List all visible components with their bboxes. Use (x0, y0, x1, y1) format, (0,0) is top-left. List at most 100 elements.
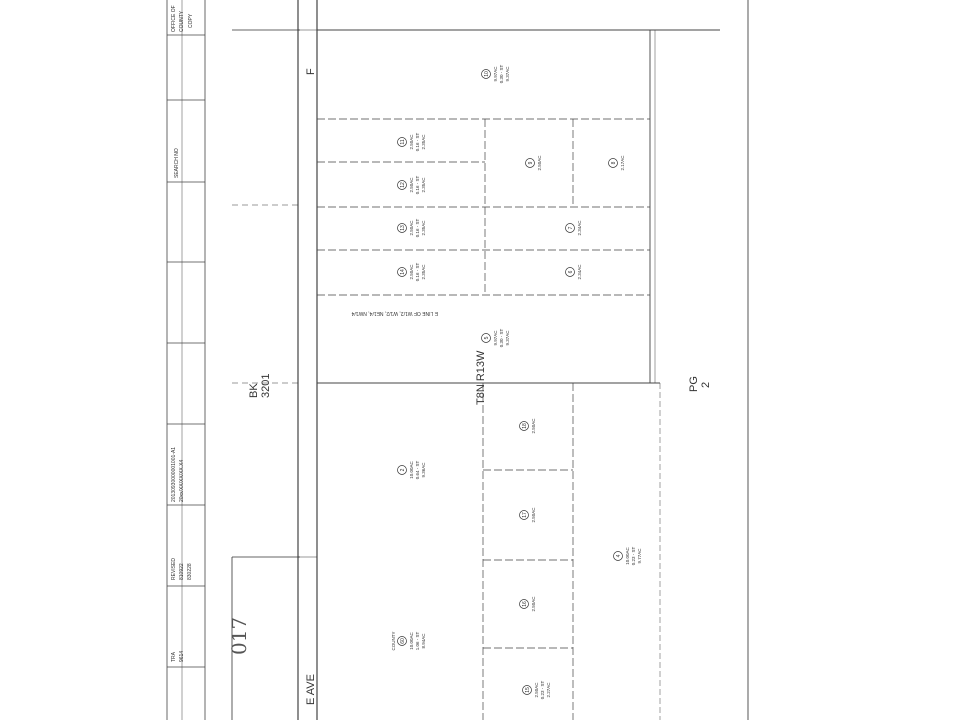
tra-value: 9614 (179, 651, 185, 662)
parcel-acreage: 0.64 - ST (415, 460, 420, 479)
parcel-number-circle (397, 636, 407, 646)
parcel-number: 13 (400, 225, 406, 231)
parcel-acreage: 0.16 - ST (415, 175, 420, 194)
parcel-lines (317, 0, 749, 720)
revised-date-2: 830228 (187, 563, 193, 580)
parcel-number-circle (481, 333, 491, 343)
tra-label: TRA (171, 651, 177, 662)
parcel-number-circle (608, 158, 618, 168)
parcel-acreage: 2.50AC (534, 682, 539, 698)
parcel-acreage: 0.16 - ST (415, 218, 420, 237)
parcel-number-circle (613, 551, 623, 561)
parcel-acreage: 10.00AC (625, 546, 630, 564)
road-mark: F (305, 68, 317, 75)
parcel-acreage: 2.34AC (577, 264, 582, 280)
parcel-number: 5 (484, 336, 490, 339)
parcel-number: 16 (522, 601, 528, 607)
parcel-number: 18 (522, 423, 528, 429)
parcel-number-circle (519, 599, 529, 609)
parcel-acreage: 2.27AC (546, 682, 551, 698)
office-label: OFFICE OF (171, 5, 177, 32)
parcel-number-circle (397, 267, 407, 277)
parcel-number: 10 (484, 71, 490, 77)
parcel-number-circle (481, 69, 491, 79)
parcel-acreage: 9.77AC (637, 548, 642, 564)
parcel-acreage: 2.35AC (421, 134, 426, 150)
parcel-owner-label: COUNTY (391, 632, 396, 651)
doc-number: 20130930000001001-A1 (171, 447, 177, 502)
parcel-acreage: 2.50AC (409, 177, 414, 193)
parcel-number: 2 (400, 468, 406, 471)
parcel-acreage: 0.30 - ST (499, 64, 504, 83)
revised-label: REVISED (171, 558, 177, 580)
parcel-number-circle (397, 180, 407, 190)
parcel-acreage: 0.16 - ST (415, 262, 420, 281)
county-label: COUNTY (179, 10, 185, 32)
parcel-acreage: 9.37AC (505, 66, 510, 82)
title-block (166, 0, 206, 720)
parcel-acreage: 9.97AC (493, 330, 498, 346)
parcel-acreage: 2.34AC (577, 220, 582, 236)
parcel-number: 8 (611, 161, 617, 164)
parcel-number: 12 (400, 182, 406, 188)
parcel-number: 15 (525, 687, 531, 693)
parcel-acreage: 2.50AC (409, 264, 414, 280)
parcel-acreage: 2.50AC (531, 418, 536, 434)
parcel-number-circle (397, 137, 407, 147)
easement-note: E LINE OF W1/2, W1/2, NE1/4, NW1/4 (351, 310, 438, 316)
parcel-acreage: 0.16 - ST (415, 132, 420, 151)
parcel-number-circle (525, 158, 535, 168)
parcel-acreage: 0.23 - ST (540, 680, 545, 699)
parcel-acreage: 9.37AC (505, 330, 510, 346)
parcel-acreage: 2.35AC (421, 220, 426, 236)
parcel-acreage: 2.50AC (537, 155, 542, 171)
parcel-number: 60 (400, 638, 406, 644)
handwritten-number: 017 (227, 617, 251, 655)
parcel-number: 11 (400, 139, 406, 144)
doc-number-2: 20xx/XX/XX/XX.X4 (179, 460, 185, 502)
parcel-acreage: 1.06 - ST (415, 631, 420, 650)
parcel-acreage: 2.50AC (531, 507, 536, 523)
parcel-number-circle (397, 223, 407, 233)
parcel-number-circle (519, 421, 529, 431)
township-range-label: T8N R13W (475, 350, 487, 405)
parcel-number-circle (565, 223, 575, 233)
book-number: 3201 (260, 374, 272, 398)
parcel-acreage: 2.17AC (620, 155, 625, 171)
parcel-number-circle (565, 267, 575, 277)
revised-date-1: 810922 (179, 563, 185, 580)
street-name: E AVE (305, 674, 317, 705)
parcel-acreage: 0.23 - ST (631, 546, 636, 565)
book-label: BK (248, 383, 260, 398)
parcel-acreage: 8.94AC (421, 633, 426, 649)
parcel-number: 9 (528, 161, 534, 164)
parcel-number: 17 (522, 512, 528, 518)
parcel-acreage: 2.50AC (531, 596, 536, 612)
parcel-number: 14 (400, 269, 406, 275)
parcel-acreage: 2.50AC (409, 220, 414, 236)
parcel-acreage: 9.97AC (493, 66, 498, 82)
parcel-acreage: 10.00AC (409, 631, 414, 649)
parcel-number: 7 (568, 226, 574, 229)
title-block-text: OFFICE OF COUNTY COPY SEARCH NO 20130930… (171, 5, 194, 662)
parcel-acreage: 9.36AC (421, 462, 426, 478)
parcel-number-circle (519, 510, 529, 520)
copy-label: COPY (188, 13, 194, 28)
